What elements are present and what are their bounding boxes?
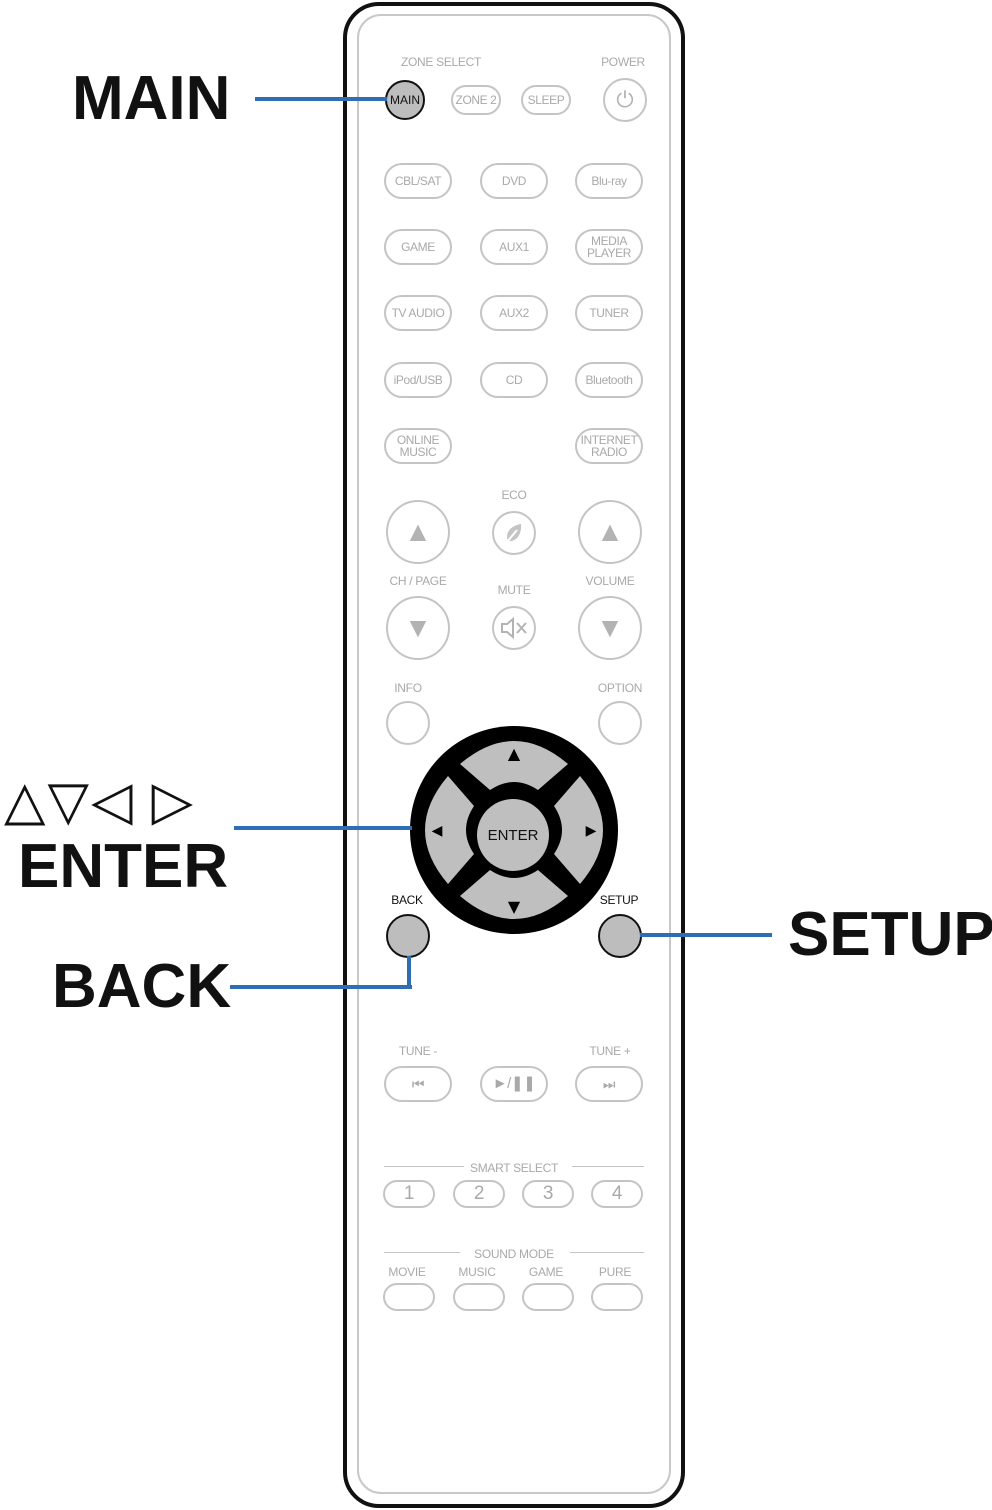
tune-plus-label: TUNE + (589, 1044, 631, 1058)
callout-enter-line (234, 826, 412, 830)
volume-up-button[interactable]: ▲ (578, 500, 642, 564)
smart-select-3-button[interactable]: 3 (522, 1180, 574, 1208)
power-icon: ⏻ (616, 87, 634, 112)
source-button-bluetooth[interactable]: Bluetooth (575, 362, 643, 398)
game-mode-button[interactable] (522, 1283, 574, 1311)
source-button-bluray[interactable]: Blu-ray (575, 163, 643, 199)
source-button-tuner[interactable]: TUNER (575, 295, 643, 331)
previous-track-icon: ⏮ (411, 1076, 425, 1092)
back-button[interactable] (386, 914, 430, 958)
volume-label: VOLUME (585, 574, 635, 588)
down-triangle-icon: ▼ (596, 612, 624, 643)
back-label: BACK (391, 893, 423, 907)
info-button[interactable] (386, 701, 430, 745)
option-label: OPTION (597, 681, 643, 695)
eco-label: ECO (501, 488, 527, 502)
option-button[interactable] (598, 701, 642, 745)
sound-mode-divider-right (570, 1252, 644, 1253)
power-button[interactable]: ⏻ (603, 78, 647, 122)
sleep-button[interactable]: SLEEP (521, 85, 571, 115)
enter-button[interactable]: ENTER (477, 799, 549, 871)
smart-select-4-button[interactable]: 4 (591, 1180, 643, 1208)
callout-main-line (255, 97, 387, 101)
sound-mode-game-label: GAME (528, 1265, 564, 1279)
ch-page-up-button[interactable]: ▲ (386, 500, 450, 564)
up-triangle-icon: ▲ (404, 516, 432, 547)
cursor-right-button[interactable] (554, 776, 603, 884)
sound-mode-divider-left (384, 1252, 460, 1253)
callout-enter: ENTER (18, 832, 229, 901)
music-button[interactable] (453, 1283, 505, 1311)
source-button-cd[interactable]: CD (480, 362, 548, 398)
up-arrow-icon: ▲ (508, 744, 521, 763)
sound-mode-movie-label: MOVIE (388, 1265, 426, 1279)
mute-button[interactable] (492, 606, 536, 650)
up-triangle-icon: ▲ (596, 516, 624, 547)
pure-button[interactable] (591, 1283, 643, 1311)
sound-mode-pure-label: PURE (598, 1265, 632, 1279)
source-button-tv-audio[interactable]: TV AUDIO (384, 295, 452, 331)
smart-select-label: SMART SELECT (470, 1161, 558, 1175)
smart-select-divider-left (384, 1166, 464, 1167)
next-track-icon: ⏭ (602, 1076, 616, 1092)
callout-setup-line (640, 933, 772, 937)
callout-setup: SETUP (788, 900, 992, 969)
source-button-cbl-sat[interactable]: CBL/SAT (384, 163, 452, 199)
mute-label: MUTE (497, 583, 531, 597)
ch-page-label: CH / PAGE (389, 574, 447, 588)
power-label: POWER (601, 55, 645, 69)
leaf-icon (506, 524, 522, 543)
source-button-online-music[interactable]: ONLINE MUSIC (384, 428, 452, 464)
main-button[interactable]: MAIN (385, 80, 425, 120)
down-arrow-icon: ▼ (508, 897, 521, 916)
callout-back: BACK (52, 952, 232, 1021)
cursor-left-button[interactable] (425, 776, 474, 884)
ch-page-down-button[interactable]: ▼ (386, 596, 450, 660)
movie-button[interactable] (383, 1283, 435, 1311)
cursor-up-button[interactable] (460, 741, 568, 790)
sound-mode-label: SOUND MODE (474, 1247, 554, 1261)
source-button-aux2[interactable]: AUX2 (480, 295, 548, 331)
eco-button[interactable] (492, 511, 536, 555)
info-label: INFO (394, 681, 422, 695)
zone2-button[interactable]: ZONE 2 (451, 85, 501, 115)
source-button-ipod-usb[interactable]: iPod/USB (384, 362, 452, 398)
previous-button[interactable]: ⏮ (384, 1066, 452, 1102)
right-arrow-icon: ▶ (586, 823, 597, 839)
callout-main: MAIN (72, 64, 231, 133)
remote-inner-panel (357, 14, 671, 1494)
zone-select-label: ZONE SELECT (400, 55, 482, 69)
callout-arrows: △▽◁ ▷ (4, 771, 196, 831)
cursor-down-button[interactable] (460, 870, 568, 919)
source-button-internet-radio[interactable]: INTERNET RADIO (575, 428, 643, 464)
source-button-media-player[interactable]: MEDIA PLAYER (575, 229, 643, 265)
callout-back-line-horizontal (230, 985, 412, 989)
setup-button[interactable] (598, 914, 642, 958)
source-button-dvd[interactable]: DVD (480, 163, 548, 199)
smart-select-divider-right (572, 1166, 644, 1167)
source-button-game[interactable]: GAME (384, 229, 452, 265)
smart-select-2-button[interactable]: 2 (453, 1180, 505, 1208)
setup-label: SETUP (599, 893, 639, 907)
left-arrow-icon: ◀ (432, 823, 443, 839)
next-button[interactable]: ⏭ (575, 1066, 643, 1102)
mute-icon (501, 616, 527, 640)
tune-minus-label: TUNE - (398, 1044, 438, 1058)
callout-back-line-vertical (407, 956, 411, 989)
play-pause-button[interactable]: ►/❚❚ (480, 1066, 548, 1102)
play-pause-icon: ►/❚❚ (492, 1075, 536, 1092)
sound-mode-music-label: MUSIC (458, 1265, 496, 1279)
smart-select-1-button[interactable]: 1 (383, 1180, 435, 1208)
volume-down-button[interactable]: ▼ (578, 596, 642, 660)
source-button-aux1[interactable]: AUX1 (480, 229, 548, 265)
down-triangle-icon: ▼ (404, 612, 432, 643)
